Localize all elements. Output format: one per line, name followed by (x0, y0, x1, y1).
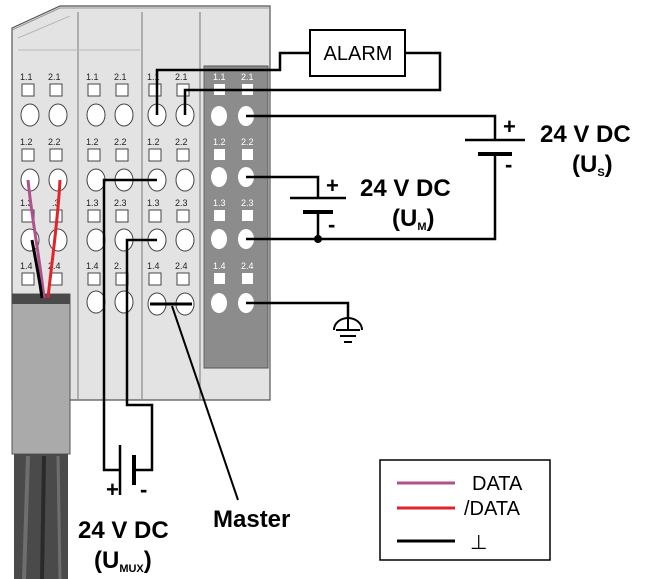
svg-text:2.1: 2.1 (114, 72, 127, 82)
label-2-1: 2.1 (48, 72, 61, 82)
svg-text:1.3: 1.3 (147, 198, 160, 208)
label-1-1: 1.1 (20, 72, 33, 82)
svg-text:2.3: 2.3 (114, 198, 127, 208)
svg-text:1.1: 1.1 (86, 72, 99, 82)
um-symbol-label: (UM) (392, 205, 435, 233)
svg-text:2.2: 2.2 (175, 137, 188, 147)
alarm-box (309, 29, 406, 77)
us-voltage-label: 24 V DC (540, 121, 631, 148)
svg-text:2.3: 2.3 (175, 198, 188, 208)
us-wire-minus (246, 154, 497, 241)
svg-text:1.4: 1.4 (86, 261, 99, 271)
um-voltage-label: 24 V DC (360, 175, 451, 202)
master-leader-line (171, 305, 239, 501)
svg-text:1.2: 1.2 (86, 137, 99, 147)
legend-ground-label: ⊥ (470, 532, 487, 554)
ground-wire (30, 239, 44, 299)
legend: DATA /DATA ⊥ (379, 459, 551, 561)
label-2-2: 2.2 (48, 137, 61, 147)
us-symbol-label: (US) (572, 151, 613, 179)
umux-minus-sign: - (140, 477, 147, 502)
umux-wire-minus (125, 238, 157, 472)
alarm-wire-1 (155, 51, 310, 115)
label-1-2: 1.2 (20, 137, 33, 147)
svg-text:1.4: 1.4 (147, 261, 160, 271)
umux-voltage-label: 24 V DC (78, 517, 169, 544)
label-1-4: 1.4 (20, 261, 33, 271)
alarm-wire-2 (183, 51, 442, 115)
label-1-3: 1.3 (20, 198, 33, 208)
svg-text:1.4: 1.4 (213, 261, 226, 271)
svg-text:2.2: 2.2 (241, 137, 254, 147)
us-wire-plus (246, 114, 497, 140)
us-battery (465, 138, 525, 156)
ground-wire-pe (246, 301, 350, 318)
master-label: Master (213, 506, 290, 533)
ndata-wire (46, 179, 62, 299)
svg-text:1.1: 1.1 (213, 72, 226, 82)
ground-icon (333, 317, 363, 343)
data-wire (26, 179, 46, 299)
svg-text:2.: 2. (114, 261, 122, 271)
us-minus-sign: - (505, 152, 512, 177)
um-plus-sign: + (326, 173, 339, 198)
svg-text:1.2: 1.2 (213, 137, 226, 147)
label-2-4: 2.4 (48, 261, 61, 271)
um-battery (290, 196, 346, 214)
umux-battery (118, 445, 136, 495)
um-minus-sign: - (328, 212, 335, 237)
svg-text:1.3: 1.3 (86, 198, 99, 208)
svg-text:2.4: 2.4 (241, 261, 254, 271)
label-2-3: .3 (52, 198, 60, 208)
umux-wire-plus (102, 178, 157, 472)
umux-symbol-label: (UMUX) (94, 547, 152, 575)
um-junction (314, 235, 322, 243)
alarm-label: ALARM (324, 43, 393, 65)
svg-text:2.1: 2.1 (241, 72, 254, 82)
legend-data-label: DATA (472, 473, 523, 495)
svg-text:1.2: 1.2 (147, 137, 160, 147)
svg-text:2.4: 2.4 (175, 261, 188, 271)
us-plus-sign: + (503, 114, 516, 139)
svg-text:2.3: 2.3 (241, 198, 254, 208)
terminal-block-2: 1.1 2.1 1.2 2.2 1.3 2.3 1.4 2. (86, 72, 134, 314)
svg-text:1.1: 1.1 (147, 72, 160, 82)
svg-text:2.2: 2.2 (114, 137, 127, 147)
um-wire-plus (246, 175, 320, 198)
umux-plus-sign: + (106, 477, 119, 502)
legend-ndata-label: /DATA (464, 498, 521, 520)
bus-cable (11, 293, 71, 579)
svg-text:2.1: 2.1 (175, 72, 188, 82)
svg-text:1.3: 1.3 (213, 198, 226, 208)
